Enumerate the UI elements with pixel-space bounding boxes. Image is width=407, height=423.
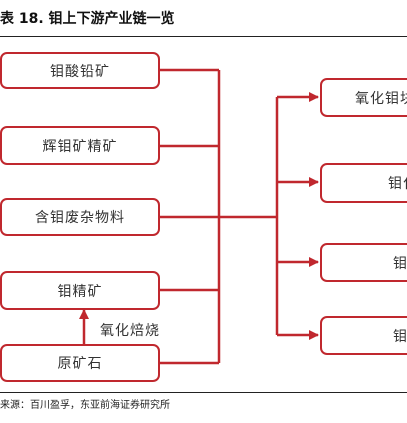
upstream-box-raw-ore: 原矿石 bbox=[0, 344, 160, 382]
top-rule bbox=[0, 36, 407, 37]
figure-source: 来源：百川盈孚，东亚前海证券研究所 bbox=[0, 400, 170, 411]
box-label: 钼精矿 bbox=[57, 283, 103, 300]
downstream-box-3: 钼 bbox=[320, 243, 407, 282]
bottom-rule bbox=[0, 392, 407, 393]
downstream-box-2: 钼化 bbox=[320, 163, 407, 203]
figure-title: 表 18. 钼上下游产业链一览 bbox=[0, 11, 175, 27]
box-label: 辉钼矿精矿 bbox=[42, 138, 118, 155]
upstream-box-scrap-material: 含钼废杂物料 bbox=[0, 198, 160, 236]
upstream-box-molybdenite-concentrate: 辉钼矿精矿 bbox=[0, 126, 160, 165]
upstream-box-mo-concentrate: 钼精矿 bbox=[0, 271, 160, 310]
box-label: 钼 bbox=[393, 328, 407, 345]
downstream-box-4: 钼 bbox=[320, 316, 407, 355]
upstream-box-lead-molybdate: 钼酸铅矿 bbox=[0, 52, 160, 89]
box-label: 原矿石 bbox=[57, 356, 103, 372]
box-label: 氧化钼块 bbox=[355, 90, 407, 107]
box-label: 钼 bbox=[393, 255, 407, 272]
box-label: 钼化 bbox=[388, 176, 407, 192]
box-label: 钼酸铅矿 bbox=[50, 63, 110, 80]
downstream-box-1: 氧化钼块 bbox=[320, 78, 407, 117]
box-label: 含钼废杂物料 bbox=[35, 210, 125, 226]
process-label: 氧化焙烧 bbox=[100, 323, 160, 339]
